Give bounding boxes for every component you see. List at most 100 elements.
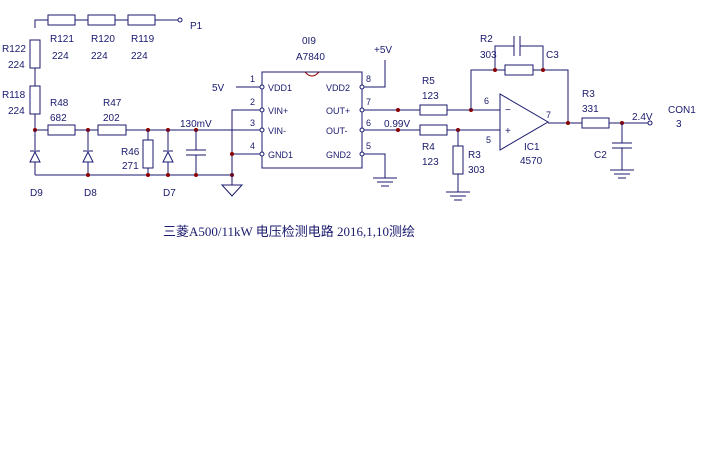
pin-6-name: OUT- bbox=[326, 126, 348, 136]
ref-r121: R121 bbox=[50, 34, 74, 45]
isolation-amplifier-a7840: 0I9 A7840 1 2 3 4 VDD1 VIN+ VIN- GND1 8 … bbox=[212, 36, 397, 197]
opamp-ic1 bbox=[499, 93, 549, 151]
ref-r3-303: R3 bbox=[468, 150, 481, 161]
ic-body-a7840 bbox=[261, 71, 363, 169]
pin-6 bbox=[359, 127, 365, 133]
value-r48: 682 bbox=[50, 113, 67, 124]
pin-2-number: 2 bbox=[250, 97, 255, 107]
resistor-r121 bbox=[47, 14, 76, 26]
value-r121: 224 bbox=[52, 51, 69, 62]
ref-r46: R46 bbox=[121, 147, 140, 158]
label-vdd1-5v: 5V bbox=[212, 83, 225, 94]
pin-4 bbox=[259, 151, 265, 157]
pin-1 bbox=[259, 84, 265, 90]
value-r3-331: 331 bbox=[582, 104, 599, 115]
ref-r122: R122 bbox=[2, 44, 26, 55]
pin-2-name: VIN+ bbox=[268, 106, 288, 116]
pin-5-number: 5 bbox=[366, 141, 371, 151]
pin-8-name: VDD2 bbox=[326, 83, 350, 93]
resistor-r3-331 bbox=[581, 117, 610, 129]
ic-notch bbox=[304, 71, 320, 77]
ref-r120: R120 bbox=[91, 34, 115, 45]
value-r5: 123 bbox=[422, 91, 439, 102]
resistor-r3-303 bbox=[452, 145, 464, 175]
value-r119: 224 bbox=[131, 51, 148, 62]
diode-d9 bbox=[29, 150, 41, 163]
ref-r5: R5 bbox=[422, 76, 435, 87]
ground-icon-input bbox=[220, 184, 244, 197]
value-r47: 202 bbox=[103, 113, 120, 124]
value-r118: 224 bbox=[8, 106, 25, 117]
opamp-pin-out: 7 bbox=[546, 110, 551, 120]
opamp-ref: IC1 bbox=[524, 142, 540, 153]
ref-r3-331: R3 bbox=[582, 89, 595, 100]
ref-r48: R48 bbox=[50, 98, 69, 109]
opamp-part: 4570 bbox=[520, 156, 543, 167]
pin-4-number: 4 bbox=[250, 141, 255, 151]
pin-7 bbox=[359, 107, 365, 113]
pin-3-number: 3 bbox=[250, 118, 255, 128]
diode-d8 bbox=[82, 150, 94, 163]
pin-1-number: 1 bbox=[250, 74, 255, 84]
left-vertical-chain: R122 224 R118 224 bbox=[2, 39, 41, 130]
label-c2: C2 bbox=[594, 150, 607, 161]
label-con1: CON1 bbox=[668, 105, 696, 116]
pin-7-number: 7 bbox=[366, 97, 371, 107]
label-0.99v: 0.99V bbox=[384, 119, 410, 130]
label-130mv: 130mV bbox=[180, 119, 212, 130]
pin-3 bbox=[259, 127, 265, 133]
label-con1-pin: 3 bbox=[676, 119, 682, 130]
opamp-noninv-sign: + bbox=[505, 126, 511, 137]
ref-r118: R118 bbox=[2, 90, 26, 101]
pin-8 bbox=[359, 84, 365, 90]
pin-5-name: GND2 bbox=[326, 150, 351, 160]
opamp-pin-noninv: 5 bbox=[486, 135, 491, 145]
label-d9: D9 bbox=[30, 188, 43, 199]
resistor-r48 bbox=[47, 124, 76, 136]
resistor-r47 bbox=[97, 124, 127, 136]
pin-4-name: GND1 bbox=[268, 150, 293, 160]
pin-8-number: 8 bbox=[366, 74, 371, 84]
label-d7: D7 bbox=[163, 188, 176, 199]
pin-3-name: VIN- bbox=[268, 126, 286, 136]
value-r4: 123 bbox=[422, 157, 439, 168]
pin-5 bbox=[359, 151, 365, 157]
resistor-r5 bbox=[419, 104, 448, 116]
label-vcc-5v: +5V bbox=[374, 45, 392, 56]
resistor-r4 bbox=[419, 124, 448, 136]
terminal-p1 bbox=[177, 17, 183, 23]
ref-r2: R2 bbox=[480, 34, 493, 45]
resistor-r120 bbox=[87, 14, 116, 26]
ref-r119: R119 bbox=[131, 34, 155, 45]
label-2.4v: 2.4V bbox=[632, 112, 653, 123]
ic-marking-a7840: A7840 bbox=[296, 52, 325, 63]
ref-r4: R4 bbox=[422, 142, 435, 153]
ic-marking-0i9: 0I9 bbox=[302, 36, 316, 47]
label-p1: P1 bbox=[190, 21, 203, 32]
input-rail: R48 682 R47 202 130mV bbox=[33, 98, 262, 136]
resistor-r119 bbox=[127, 14, 156, 26]
top-divider-chain: P1 R121 224 R120 224 R119 224 bbox=[34, 14, 203, 62]
value-r122: 224 bbox=[8, 60, 25, 71]
value-r120: 224 bbox=[91, 51, 108, 62]
pin-1-name: VDD1 bbox=[268, 83, 292, 93]
opamp-pin-inv: 6 bbox=[484, 96, 489, 106]
resistor-r46 bbox=[142, 139, 154, 169]
resistor-r2 bbox=[504, 64, 534, 76]
pin-7-name: OUT+ bbox=[326, 106, 350, 116]
opamp-inv-sign: − bbox=[505, 105, 511, 116]
differential-amplifier: R5 123 0.99V R4 123 R3 303 R2 303 C3 bbox=[364, 34, 696, 201]
diode-d7 bbox=[162, 150, 174, 163]
label-c3: C3 bbox=[546, 50, 559, 61]
resistor-r122 bbox=[29, 39, 41, 69]
connector-con1 bbox=[647, 120, 653, 126]
resistor-r118 bbox=[29, 85, 41, 115]
ref-r47: R47 bbox=[103, 98, 122, 109]
value-r2: 303 bbox=[480, 50, 497, 61]
pin-6-number: 6 bbox=[366, 118, 371, 128]
value-r46: 271 bbox=[122, 161, 139, 172]
label-d8: D8 bbox=[84, 188, 97, 199]
schematic-title: 三菱A500/11kW 电压检测电路 2016,1,10测绘 bbox=[163, 224, 415, 239]
value-r3-303: 303 bbox=[468, 165, 485, 176]
